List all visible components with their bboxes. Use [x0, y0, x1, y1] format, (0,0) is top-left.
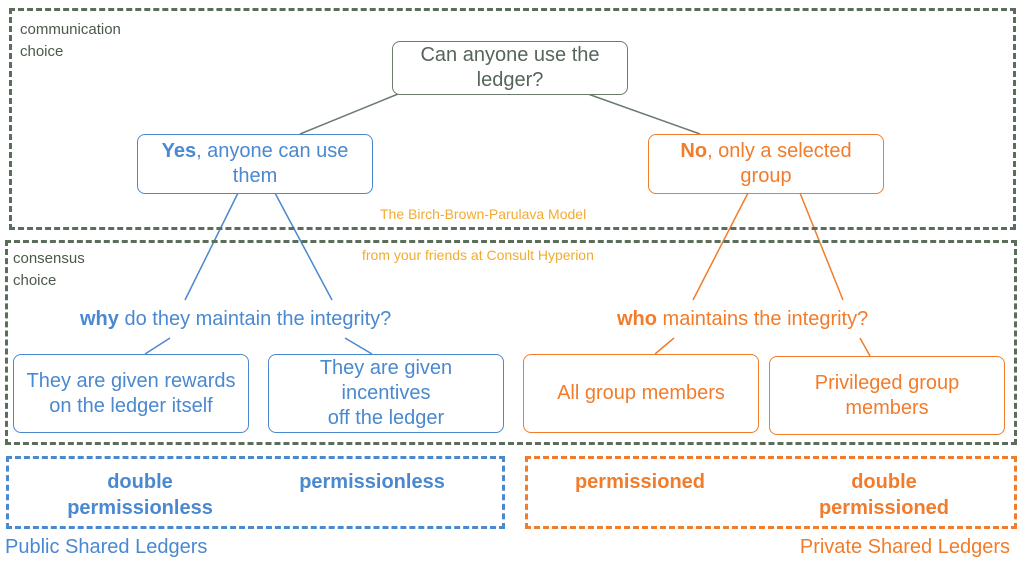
incentives-node: They are given incentives off the ledger: [268, 354, 504, 433]
private-ledgers-zone: [525, 456, 1017, 529]
all-members-node: All group members: [523, 354, 759, 433]
connector-yes-why-left: [184, 192, 239, 301]
no-node-text: , only a selected group: [707, 140, 852, 187]
yes-node-text: , anyone can use them: [196, 140, 349, 187]
why-question-text: do they maintain the integrity?: [118, 308, 392, 330]
who-keyword: who: [617, 308, 657, 330]
model-credit: The Birch-Brown-Parulava Model: [380, 206, 587, 222]
incentives-text: They are given incentives off the ledger: [319, 357, 453, 429]
connector-who-privileged: [859, 337, 871, 357]
why-keyword: why: [80, 308, 119, 330]
connector-yes-why-right: [274, 192, 333, 301]
rewards-text: They are given rewards on the ledger its…: [26, 369, 236, 417]
root-question-node: Can anyone use the ledger?: [392, 41, 628, 95]
all-members-text: All group members: [557, 382, 725, 404]
public-ledgers-zone: [6, 456, 505, 529]
communication-choice-zone: [9, 8, 1016, 230]
communication-choice-label: communication choice: [20, 21, 121, 60]
why-question: why do they maintain the integrity?: [80, 308, 391, 331]
private-ledgers-label: Private Shared Ledgers: [799, 536, 1010, 558]
connector-no-who-right: [799, 192, 844, 301]
connector-who-all: [654, 337, 675, 355]
no-node: No, only a selected group: [648, 134, 884, 194]
privileged-members-text: Privileged group members: [814, 371, 960, 419]
permissioned-result: permissioned: [574, 471, 706, 493]
who-question: who maintains the integrity?: [617, 308, 868, 331]
yes-node-keyword: Yes: [161, 140, 197, 162]
permissionless-result: permissionless: [299, 471, 445, 493]
double-permissionless-result: double permissionless: [67, 471, 213, 519]
connector-why-rewards: [144, 337, 171, 355]
no-node-keyword: No: [680, 140, 708, 162]
privileged-members-node: Privileged group members: [769, 356, 1005, 435]
connector-root-no: [587, 93, 701, 135]
who-question-text: maintains the integrity?: [657, 308, 869, 330]
yes-node: Yes, anyone can use them: [137, 134, 373, 194]
consensus-choice-label: consensus choice: [13, 250, 85, 289]
connector-no-who-left: [692, 192, 749, 301]
double-permissioned-result: double permissioned: [818, 471, 950, 519]
connector-root-yes: [299, 93, 399, 135]
connector-why-incentives: [344, 337, 373, 355]
friends-credit: from your friends at Consult Hyperion: [362, 247, 594, 263]
consensus-choice-zone: [5, 240, 1017, 445]
root-question-text: Can anyone use the ledger?: [420, 44, 600, 91]
rewards-node: They are given rewards on the ledger its…: [13, 354, 249, 433]
public-ledgers-label: Public Shared Ledgers: [5, 536, 208, 558]
